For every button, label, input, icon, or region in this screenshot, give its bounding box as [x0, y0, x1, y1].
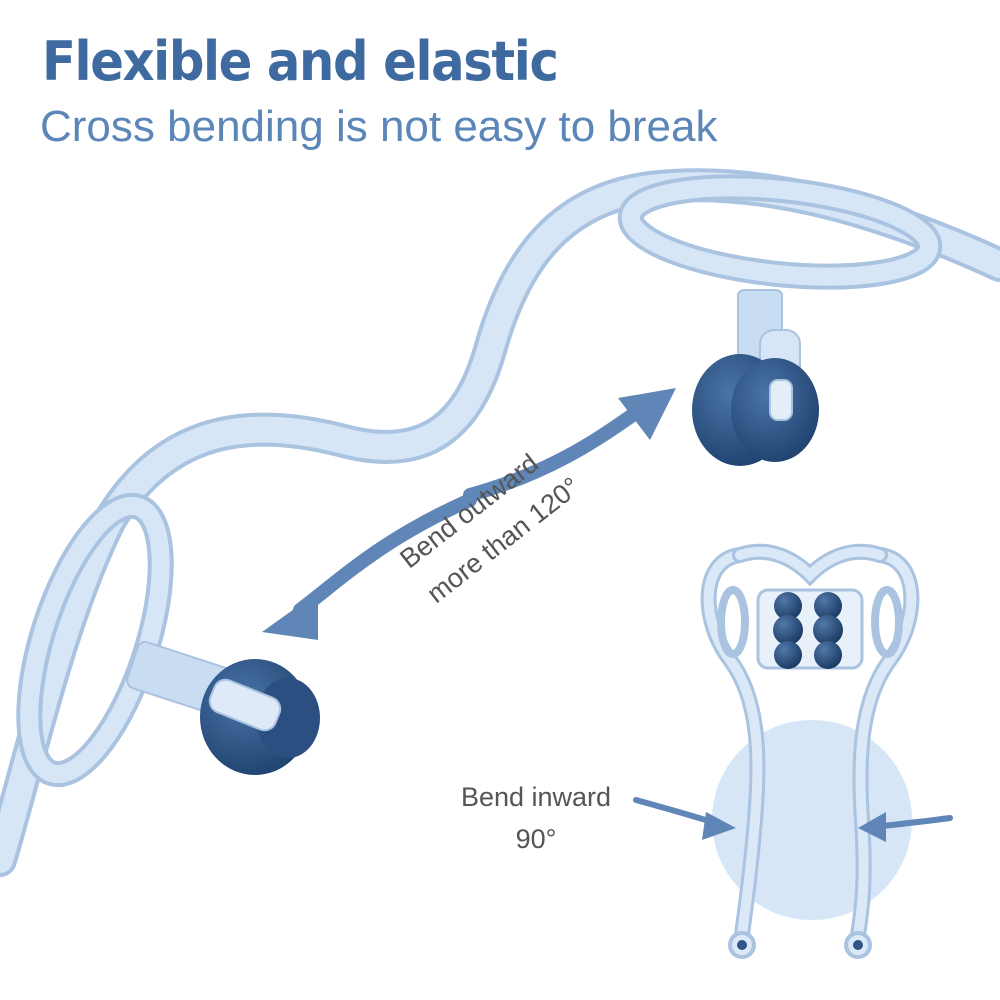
roller-beads — [773, 592, 843, 669]
outward-arrow — [262, 388, 676, 640]
inward-bend-line1: Bend inward — [460, 782, 612, 812]
inward-arrow-left — [633, 797, 736, 840]
roller-left — [200, 659, 320, 775]
headline: Flexible and elastic — [42, 30, 559, 93]
inward-bend-label: Bend inward 90° — [448, 776, 624, 860]
subheadline: Cross bending is not easy to break — [40, 102, 718, 151]
inward-bend-line2: 90° — [515, 824, 557, 854]
massager-frame-large — [0, 168, 1000, 877]
massager-frame-small — [700, 543, 920, 959]
inward-arrow-right — [858, 812, 953, 842]
roller-top — [692, 354, 819, 466]
